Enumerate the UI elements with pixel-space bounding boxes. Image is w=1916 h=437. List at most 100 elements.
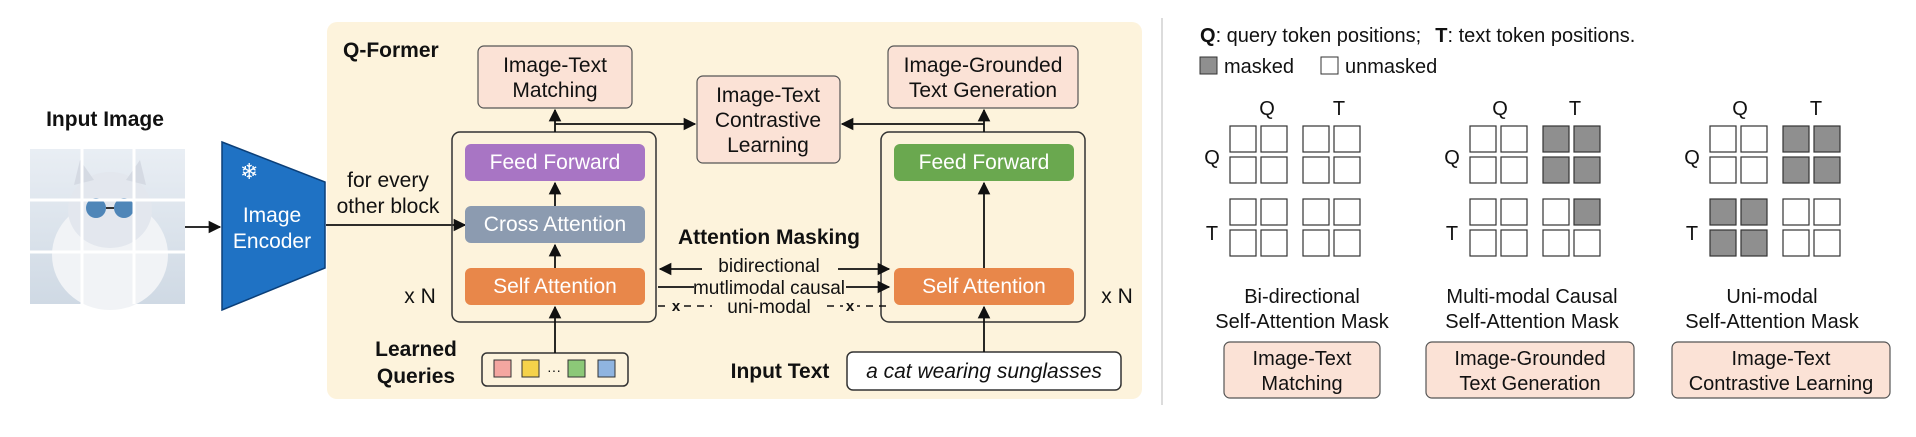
itc-label-3: Learning [727,134,809,157]
cross-attention [465,206,645,243]
legend-q-desc: : query token positions; [1216,25,1422,47]
mask-q-col-label: Q [1259,98,1275,120]
unimodal-x-left: x [672,298,681,315]
text-transformer-block [880,131,1086,323]
mask-cell-unmasked [1500,229,1528,257]
legend-q-key: Q [1200,25,1216,47]
self-attention-right [894,268,1074,305]
mask-cell-masked [1782,125,1810,153]
mask-cell-masked [1573,156,1601,184]
encoder-label-1: Image [243,204,301,227]
mask-task-box [1425,341,1635,399]
mask-cell-masked [1740,229,1768,257]
itc-label-1: Image-Text [716,84,820,107]
query-ellipsis: ··· [547,362,561,378]
self-attention-right-label: Self Attention [922,275,1046,298]
mask-t-col-label: T [1333,98,1345,120]
legend-unmasked-swatch [1320,56,1339,75]
mask-cell-masked [1542,156,1570,184]
mask-cell-unmasked [1813,229,1841,257]
mask-t-col-label: T [1569,98,1581,120]
mask-task-2: Contrastive Learning [1689,373,1874,395]
mask-cell-unmasked [1542,229,1570,257]
learned-queries-line2: Queries [377,365,455,388]
mask-task-1: Image-Text [1732,348,1831,370]
every-block-line1: for every [347,169,429,192]
itm-label-1: Image-Text [503,54,607,77]
mask-t-col-label: T [1810,98,1822,120]
mask-cell-unmasked [1229,156,1257,184]
mask-cell-unmasked [1260,125,1288,153]
mask-cell-unmasked [1260,229,1288,257]
bidirectional-label: bidirectional [718,256,819,277]
mask-cell-unmasked [1302,229,1330,257]
attention-masking-label: Attention Masking [678,226,860,249]
mask-cell-unmasked [1333,229,1361,257]
mask-task-box [1671,341,1891,399]
mask-cell-unmasked [1500,156,1528,184]
mask-task-2: Text Generation [1459,373,1600,395]
legend-unmasked-label: unmasked [1345,56,1437,78]
legend-t-key: T [1435,25,1447,47]
itm-label-2: Matching [512,79,597,102]
query-token-1 [493,359,512,378]
query-token-4 [597,359,616,378]
mask-cell-unmasked [1500,125,1528,153]
query-token-3 [567,359,586,378]
mask-task-1: Image-Text [1253,348,1352,370]
input-text-label: Input Text [731,360,830,383]
mask-title-1: Bi-directional [1244,286,1360,308]
mask-cell-masked [1709,229,1737,257]
mask-cell-unmasked [1782,198,1810,226]
mask-q-col-label: Q [1492,98,1508,120]
bidirectional-mask-panel: Q T Q T Bi-directional Self-Attention Ma… [1204,98,1390,399]
itg-label-2: Text Generation [909,79,1057,102]
mask-cell-unmasked [1229,198,1257,226]
mask-title-2: Self-Attention Mask [1445,311,1619,333]
mask-cell-unmasked [1740,156,1768,184]
left-repeat-label: x N [404,285,436,308]
mask-cell-unmasked [1333,198,1361,226]
mask-task-1: Image-Grounded [1454,348,1605,370]
legend-t-desc: : text token positions. [1447,25,1635,47]
mask-cell-unmasked [1782,229,1810,257]
itg-task-box [887,45,1079,109]
mask-cell-unmasked [1333,156,1361,184]
mask-q-row-label: Q [1204,147,1220,169]
mask-cell-masked [1782,156,1810,184]
every-block-line2: other block [337,195,440,218]
snowflake-icon: ❄ [240,159,258,184]
input-image-label: Input Image [46,108,164,131]
mask-title-1: Uni-modal [1726,286,1817,308]
query-token-2 [521,359,540,378]
feed-forward-right [894,144,1074,181]
mask-cell-unmasked [1229,125,1257,153]
mask-cell-unmasked [1573,229,1601,257]
mask-cell-masked [1740,198,1768,226]
feed-forward-right-label: Feed Forward [919,151,1050,174]
itm-task-box [477,45,633,109]
mask-cell-unmasked [1542,198,1570,226]
mask-cell-unmasked [1469,198,1497,226]
qformer-title: Q-Former [343,39,439,62]
mask-cell-unmasked [1500,198,1528,226]
image-transformer-block [451,131,657,323]
mask-q-row-label: Q [1444,147,1460,169]
itc-label-2: Contrastive [715,109,821,132]
itc-task-box [696,75,841,164]
mask-cell-unmasked [1813,198,1841,226]
mask-title-2: Self-Attention Mask [1215,311,1389,333]
feed-forward-left [465,144,645,181]
mask-t-row-label: T [1206,223,1218,245]
mask-cell-unmasked [1469,156,1497,184]
mask-cell-unmasked [1469,125,1497,153]
unimodal-mask-panel: Q T Q T Uni-modal Self-Attention Mask Im… [1671,98,1891,399]
input-text-value: a cat wearing sunglasses [866,360,1102,383]
self-attention-left-label: Self Attention [493,275,617,298]
mask-cell-masked [1573,125,1601,153]
mask-q-row-label: Q [1684,147,1700,169]
unimodal-x-right: x [846,298,855,315]
mask-t-row-label: T [1446,223,1458,245]
mask-cell-unmasked [1333,125,1361,153]
